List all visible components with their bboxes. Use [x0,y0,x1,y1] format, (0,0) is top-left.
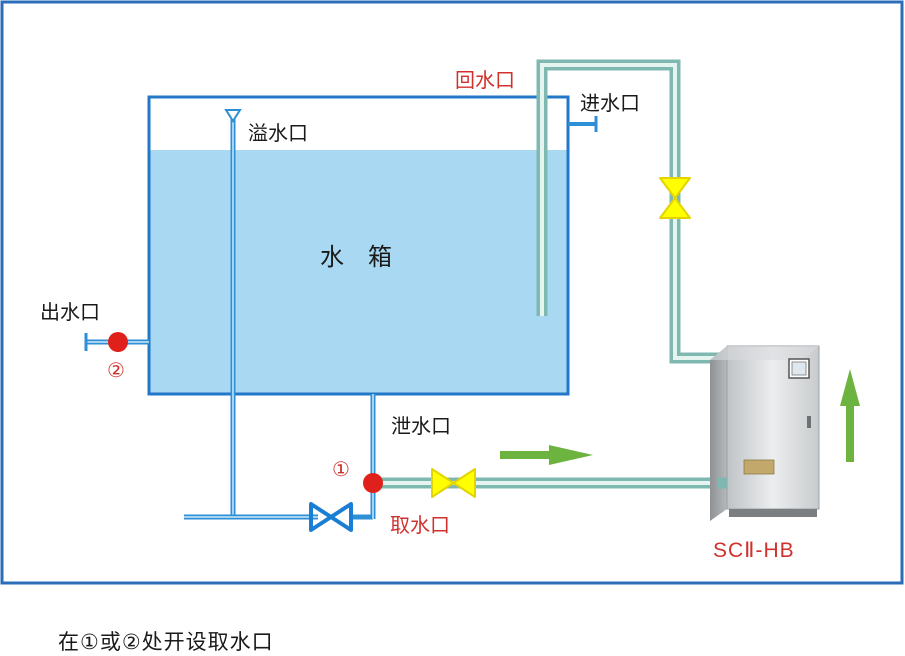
marker-2-dot [108,332,128,352]
drain-pipes [184,394,376,520]
marker-1-dot [363,473,383,493]
unit-lock-icon [807,416,811,428]
water-inlet-label: 进水口 [580,91,640,115]
overflow-label: 溢水口 [248,121,308,145]
tank-label: 水 箱 [320,243,392,271]
tank-outline [147,95,570,396]
unit-nameplate [743,459,775,475]
return-inlet-label: 回水口 [455,68,515,92]
inlet-pipe [568,116,598,132]
flow-arrow-right-icon [500,445,593,465]
flow-arrow-up-icon [840,369,860,462]
drain-valve-icon [309,502,353,532]
overflow-pipe [224,109,242,517]
model-label: SCⅡ-HB [713,539,795,562]
overflow-funnel-icon [224,109,242,123]
return-pipe [536,59,722,364]
diagram-frame [0,0,904,585]
marker-1-label: ① [332,457,350,481]
intake-valve-icon [431,468,476,498]
tank-water [149,150,568,394]
outlet-label: 出水口 [40,300,100,324]
intake-label: 取水口 [390,513,450,537]
marker-2-label: ② [107,358,125,382]
water-tank [147,95,570,396]
drain-label: 泄水口 [391,414,451,438]
caption: 在①或②处开设取水口 [58,630,274,654]
sc2-hb-unit [710,345,820,521]
return-valve-icon [659,177,691,219]
